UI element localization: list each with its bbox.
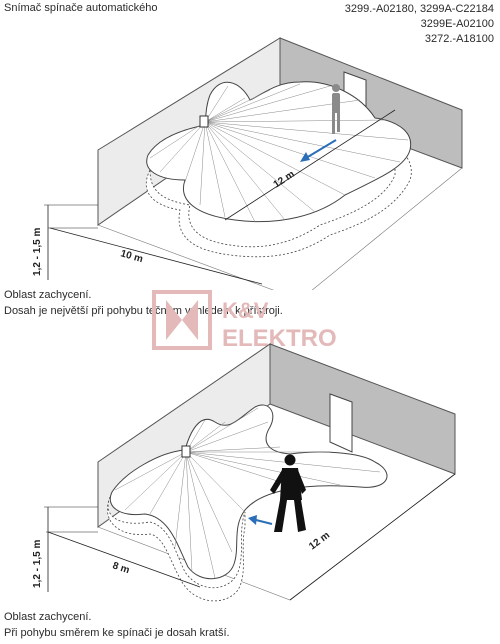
movement-arrow bbox=[305, 139, 337, 159]
floor-edge bbox=[97, 167, 463, 290]
height-label: 1,2 - 1,5 m bbox=[32, 540, 43, 588]
product-code-1: 3299.-A02180, 3299A-C22184 bbox=[344, 3, 494, 15]
person-walking-icon bbox=[270, 454, 306, 532]
caption-bottom-line2: Při pohybu směrem ke spínači je dosah kr… bbox=[4, 627, 230, 639]
detection-diagram-radial: 12 m 8 m 1,2 - 1,5 m bbox=[32, 343, 456, 602]
detection-zone bbox=[146, 81, 412, 223]
detection-rays bbox=[114, 407, 381, 579]
caption-top-line1: Oblast zachycení. bbox=[4, 289, 92, 301]
height-label: 1,2 - 1,5 m bbox=[32, 228, 43, 276]
dimension-line-front bbox=[224, 109, 396, 221]
door bbox=[329, 393, 353, 453]
product-code-3: 3272.-A18100 bbox=[424, 33, 494, 45]
distance-side-label: 8 m bbox=[111, 560, 131, 576]
distance-side-label: 10 m bbox=[119, 248, 144, 265]
dimension-line-side bbox=[47, 531, 201, 588]
product-code-2: 3299E-A02100 bbox=[420, 18, 494, 30]
arrow-head-icon bbox=[248, 515, 257, 525]
distance-front-label: 12 m bbox=[307, 530, 332, 553]
detection-diagram-tangential: 12 m 10 m 1,2 - 1,5 m bbox=[32, 37, 463, 290]
movement-arrow bbox=[255, 519, 273, 525]
caption-top: Oblast zachycení. Dosah je největší při … bbox=[4, 287, 283, 319]
dimension-line-side bbox=[49, 227, 263, 285]
detection-zone bbox=[109, 404, 388, 580]
caption-bottom-line1: Oblast zachycení. bbox=[4, 611, 92, 623]
motion-sensor-icon bbox=[199, 115, 209, 128]
product-codes: 3299.-A02180, 3299A-C22184 3299E-A02100 … bbox=[345, 2, 494, 47]
arrow-head-icon bbox=[300, 152, 310, 162]
caption-top-line2: Dosah je největší při pohybu tečném vzhl… bbox=[4, 305, 283, 317]
product-title: Snímač spínače automatického bbox=[4, 2, 158, 14]
detection-zone-shadow bbox=[107, 496, 246, 602]
kv-elektro-watermark-logo: K&V ELEKTRO bbox=[152, 290, 337, 352]
dimension-line-front bbox=[289, 473, 456, 601]
caption-bottom: Oblast zachycení. Při pohybu směrem ke s… bbox=[4, 609, 230, 641]
watermark-line1: K&V bbox=[222, 298, 269, 323]
motion-sensor-icon bbox=[181, 445, 191, 458]
person-walking-icon bbox=[332, 84, 340, 134]
